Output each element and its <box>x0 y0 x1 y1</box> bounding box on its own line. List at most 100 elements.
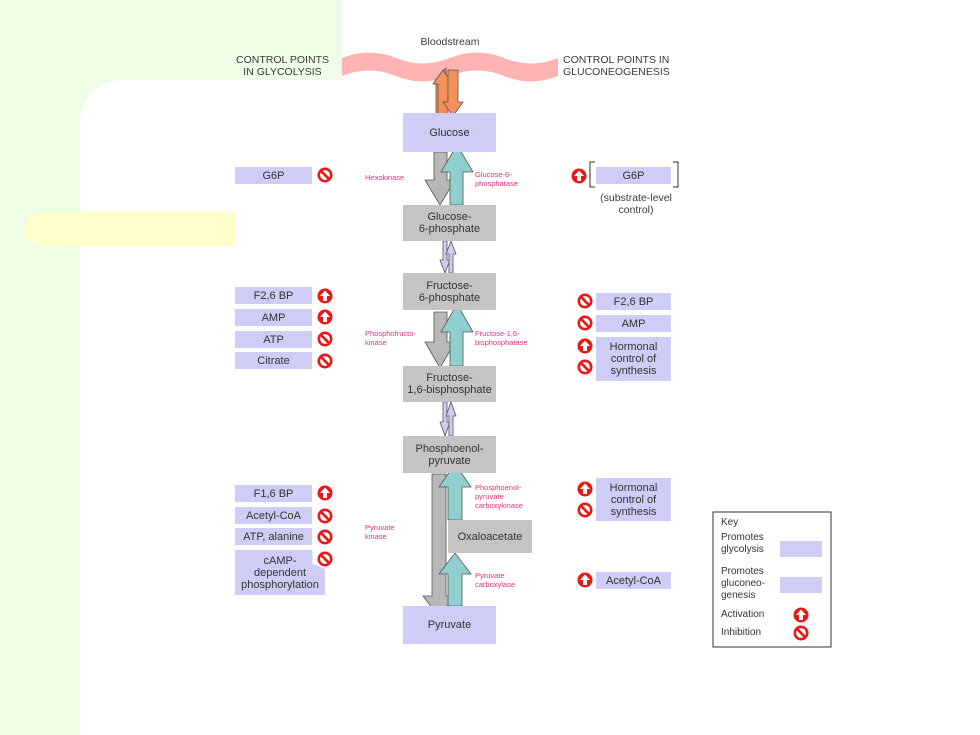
gng-fbpase-hormonal: Hormonal control of synthesis <box>596 337 671 381</box>
gly-pk-camp: cAMP- dependent phosphorylation <box>235 550 325 595</box>
gng-g6pase-g6p: G6P <box>596 167 671 184</box>
acetylcoa-activation-icon <box>577 572 593 588</box>
key-glycolysis-swatch <box>780 541 822 557</box>
glycolysis-middle-arrow <box>439 401 451 438</box>
glycolysis-control-title-line2: IN GLYCOLYSIS <box>243 66 322 78</box>
gly-pk-acetylcoa: Acetyl-CoA <box>235 507 312 524</box>
gng-pepck-hormonal: Hormonal control of synthesis <box>596 478 671 521</box>
hormonal2-line3: synthesis <box>610 505 657 518</box>
camp-line3: phosphorylation <box>241 578 319 591</box>
key-title: Key <box>721 517 739 528</box>
gly-pk-f16bp: F1,6 BP <box>235 485 312 502</box>
glucose-box: Glucose <box>403 113 496 152</box>
pep-line2: pyruvate <box>428 454 471 467</box>
f6p-line2: 6-phosphate <box>418 291 481 304</box>
gly-pfk-f26bp: F2,6 BP <box>235 287 312 304</box>
atp-alanine-inhibition-icon <box>317 529 333 545</box>
substrate-bracket-left <box>589 161 595 188</box>
citrate-inhibition-icon <box>317 353 333 369</box>
hormonal1-activation-icon <box>577 338 593 354</box>
g6pase-arrow <box>440 144 474 206</box>
g6pase-line1: Glucose-6- <box>475 170 512 179</box>
f26bp-activation-icon <box>317 288 333 304</box>
gluconeogenesis-control-title: CONTROL POINTS IN GLUCONEOGENESIS <box>563 54 683 78</box>
pfk-line2: kinase <box>365 338 387 347</box>
hormonal1-inhibition-icon <box>577 359 593 375</box>
glycolysis-control-title-line1: CONTROL POINTS <box>236 54 329 66</box>
camp-inhibition-icon <box>317 551 333 567</box>
transport-arrow <box>432 66 464 117</box>
hormonal2-line2: control of <box>610 493 657 506</box>
bloodstream-wave <box>342 52 558 82</box>
slide-accent-bar <box>24 212 236 246</box>
hormonal1-line3: synthesis <box>610 365 657 377</box>
pfk-line1: Phosphofructo- <box>365 329 416 338</box>
pyruvate-carboxylase-arrow <box>438 552 472 607</box>
phosphoenolpyruvate-box: Phosphoenol- pyruvate <box>403 436 496 473</box>
pep-line1: Phosphoenol- <box>415 442 484 455</box>
g6pase-line2: phosphatase <box>475 179 518 188</box>
gng-pc-acetylcoa: Acetyl-CoA <box>596 572 671 589</box>
pepck-label: Phosphoenol- pyruvate carboxykinase <box>475 483 523 510</box>
f6p-line1: Fructose- <box>426 279 473 292</box>
key-pgn-line2: gluconeo- <box>721 578 765 589</box>
hormonal1-line1: Hormonal <box>609 341 658 353</box>
substrate-line1: (substrate-level <box>600 192 672 204</box>
amp-activation-icon <box>317 309 333 325</box>
f26bp-inhibition-icon <box>577 293 593 309</box>
pyruvate-kinase-label: Pyruvate kinase <box>365 523 395 541</box>
fbpase-label: Fructose-1,6- bisphosphatase <box>475 329 528 347</box>
pfk-label: Phosphofructo- kinase <box>365 329 416 347</box>
pepck-line3: carboxykinase <box>475 501 523 510</box>
gly-pfk-atp: ATP <box>235 331 312 348</box>
substrate-line2: control) <box>618 204 654 216</box>
pk-line2: kinase <box>365 532 387 541</box>
gluconeogenesis-control-title-line2: GLUCONEOGENESIS <box>563 66 670 78</box>
amp-inhibition-icon <box>577 315 593 331</box>
hexokinase-label: Hexokinase <box>365 173 405 182</box>
pepck-line1: Phosphoenol- <box>475 483 522 492</box>
hormonal2-inhibition-icon <box>577 502 593 518</box>
g6p-activation-icon <box>571 168 587 184</box>
f16bp-line1: Fructose- <box>426 372 473 384</box>
oxaloacetate-box: Oxaloacetate <box>448 520 532 553</box>
fbpase-line1: Fructose-1,6- <box>475 329 520 338</box>
f16bp-line2: 1,6-bisphosphate <box>407 384 492 396</box>
g6p-line1: Glucose- <box>427 211 472 223</box>
hormonal2-line1: Hormonal <box>609 481 658 494</box>
hexokinase-arrow <box>424 151 456 206</box>
key-inhibition-label: Inhibition <box>721 627 762 638</box>
substrate-bracket-right <box>673 161 679 188</box>
acetylcoa-inhibition-icon <box>317 508 333 524</box>
g6pase-label: Glucose-6- phosphatase <box>475 170 518 188</box>
bloodstream-label: Bloodstream <box>420 36 480 48</box>
g6p-inhibition-icon <box>317 167 333 183</box>
atp-inhibition-icon <box>317 331 333 347</box>
substrate-level-note: (substrate-level control) <box>590 192 682 216</box>
pepck-arrow <box>438 463 472 521</box>
fbpase-arrow <box>440 303 474 367</box>
gly-pfk-citrate: Citrate <box>235 352 312 369</box>
camp-line1: cAMP- <box>263 554 297 567</box>
key-gluco-swatch <box>780 577 822 593</box>
g6p-line2: 6-phosphate <box>418 223 481 235</box>
slide-background-top <box>80 0 342 80</box>
f16bp-activation-icon <box>317 485 333 501</box>
key-promotes-glycolysis: Promotes glycolysis <box>721 532 764 556</box>
hormonal2-activation-icon <box>577 481 593 497</box>
glucose-6-phosphate-box: Glucose- 6-phosphate <box>403 205 496 241</box>
gluconeogenesis-control-title-line1: CONTROL POINTS IN <box>563 54 670 66</box>
pk-line1: Pyruvate <box>365 523 395 532</box>
key-pg-line2: glycolysis <box>721 544 764 555</box>
gly-pfk-amp: AMP <box>235 309 312 326</box>
fructose-6-phosphate-box: Fructose- 6-phosphate <box>403 273 496 310</box>
hormonal1-line2: control of <box>610 353 657 365</box>
key-pg-line1: Promotes <box>721 532 764 543</box>
gng-fbpase-amp: AMP <box>596 315 671 332</box>
pfk-arrow <box>424 311 456 369</box>
key-activation-icon <box>793 607 809 623</box>
pc-line2: carboxylase <box>475 580 516 589</box>
glycolysis-control-title: CONTROL POINTS IN GLYCOLYSIS <box>230 54 335 78</box>
camp-line2: dependent <box>254 566 306 579</box>
